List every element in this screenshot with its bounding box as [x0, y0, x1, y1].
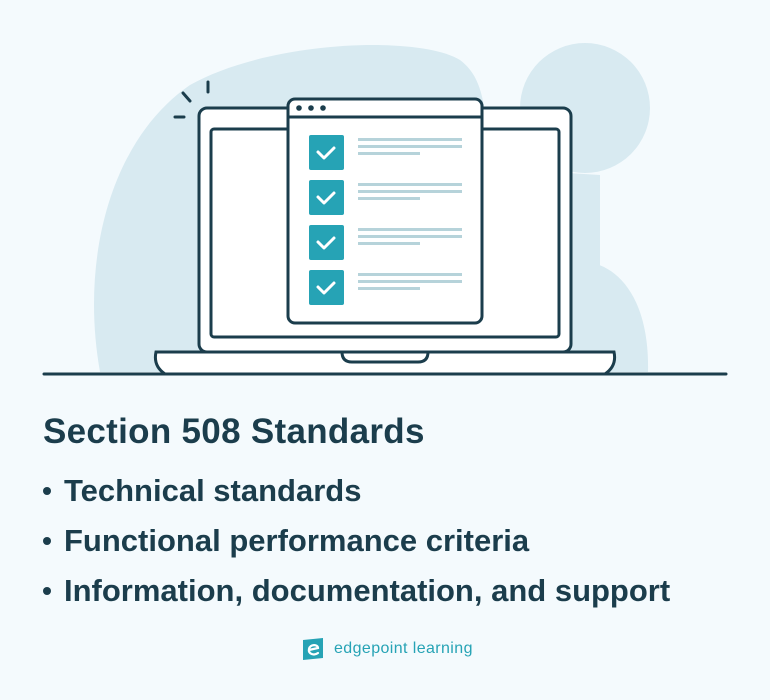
- page-title: Section 508 Standards: [43, 412, 425, 451]
- list-item: Functional performance criteria: [43, 516, 670, 566]
- standards-list: Technical standards Functional performan…: [43, 466, 670, 616]
- checklist-item: [309, 180, 462, 215]
- checklist-item: [309, 270, 462, 305]
- spark-icon: [173, 80, 210, 119]
- background-blob-lower: [560, 261, 649, 372]
- checklist-item: [309, 135, 462, 170]
- bullet-icon: [43, 587, 51, 595]
- list-item: Information, documentation, and support: [43, 566, 670, 616]
- edgepoint-logo-icon: [303, 638, 323, 660]
- brand-logo: edgepoint learning: [302, 638, 473, 660]
- list-item: Technical standards: [43, 466, 670, 516]
- brand-name: edgepoint learning: [334, 640, 473, 657]
- laptop-notch: [340, 350, 430, 364]
- checklist: [309, 135, 462, 305]
- laptop-checklist-illustration: [42, 43, 728, 376]
- browser-dots-icon: [296, 105, 326, 111]
- checklist-item: [309, 225, 462, 260]
- bullet-icon: [43, 487, 51, 495]
- bullet-icon: [43, 537, 51, 545]
